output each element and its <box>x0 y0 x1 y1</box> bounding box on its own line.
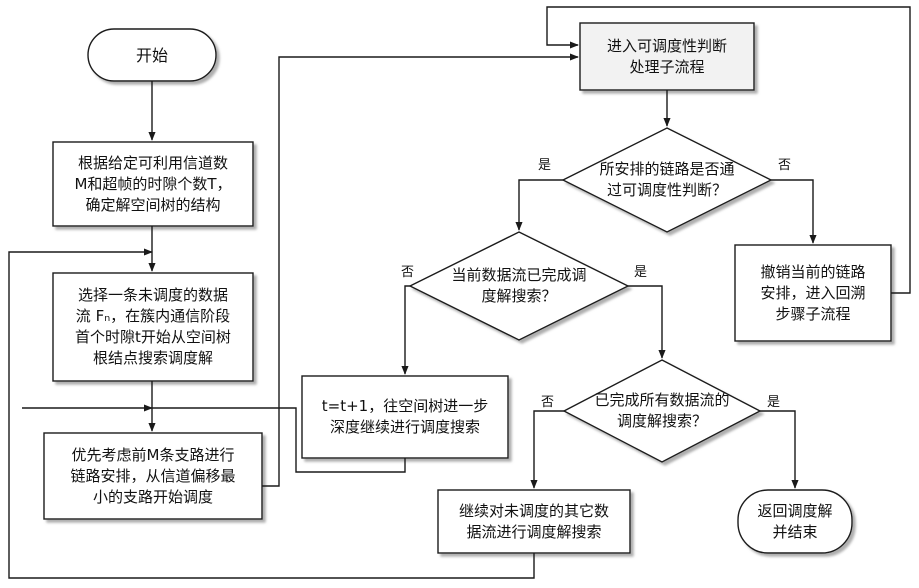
decision-all-done: 已完成所有数据流的 调度解搜索？ <box>564 381 760 441</box>
schedulability-subflow-node: 进入可调度性判断 处理子流程 <box>580 23 754 90</box>
edge-all-done-no <box>534 411 564 488</box>
edge-schedulable-yes <box>519 180 563 230</box>
advance-tree-node: t=t+1，往空间树进一步 深度继续进行调度搜索 <box>302 376 508 458</box>
label-schedulable-no: 否 <box>778 158 791 174</box>
label-flow-done-no: 否 <box>401 265 414 281</box>
determine-tree-node: 根据给定可利用信道数 M和超帧的时隙个数T， 确定解空间树的结构 <box>53 142 253 226</box>
prioritize-branches-node: 优先考虑前M条支路进行 链路安排，从信道偏移最 小的支路开始调度 <box>44 433 262 519</box>
decision-flow-done: 当前数据流已完成调 度解搜索？ <box>410 256 628 316</box>
label-all-done-no: 否 <box>541 395 554 411</box>
continue-other-node: 继续对未调度的其它数 据流进行调度解搜索 <box>438 490 630 553</box>
label-schedulable-yes: 是 <box>538 158 551 174</box>
edge-all-done-yes <box>760 411 795 488</box>
revoke-backtrack-node: 撤销当前的链路 安排，进入回溯 步骤子流程 <box>735 245 891 341</box>
decision-schedulable: 所安排的链路是否通 过可调度性判断？ <box>563 150 771 210</box>
label-all-done-yes: 是 <box>767 395 780 411</box>
select-flow-node: 选择一条未调度的数据 流 Fₙ，在簇内通信阶段 首个时隙t开始从空间树 根结点搜… <box>53 273 253 381</box>
edge-flow-done-yes <box>628 286 662 358</box>
return-end-node: 返回调度解 并结束 <box>738 490 852 553</box>
start-node: 开始 <box>88 29 216 81</box>
label-flow-done-yes: 是 <box>634 265 647 281</box>
edge-schedulable-no <box>771 180 813 243</box>
